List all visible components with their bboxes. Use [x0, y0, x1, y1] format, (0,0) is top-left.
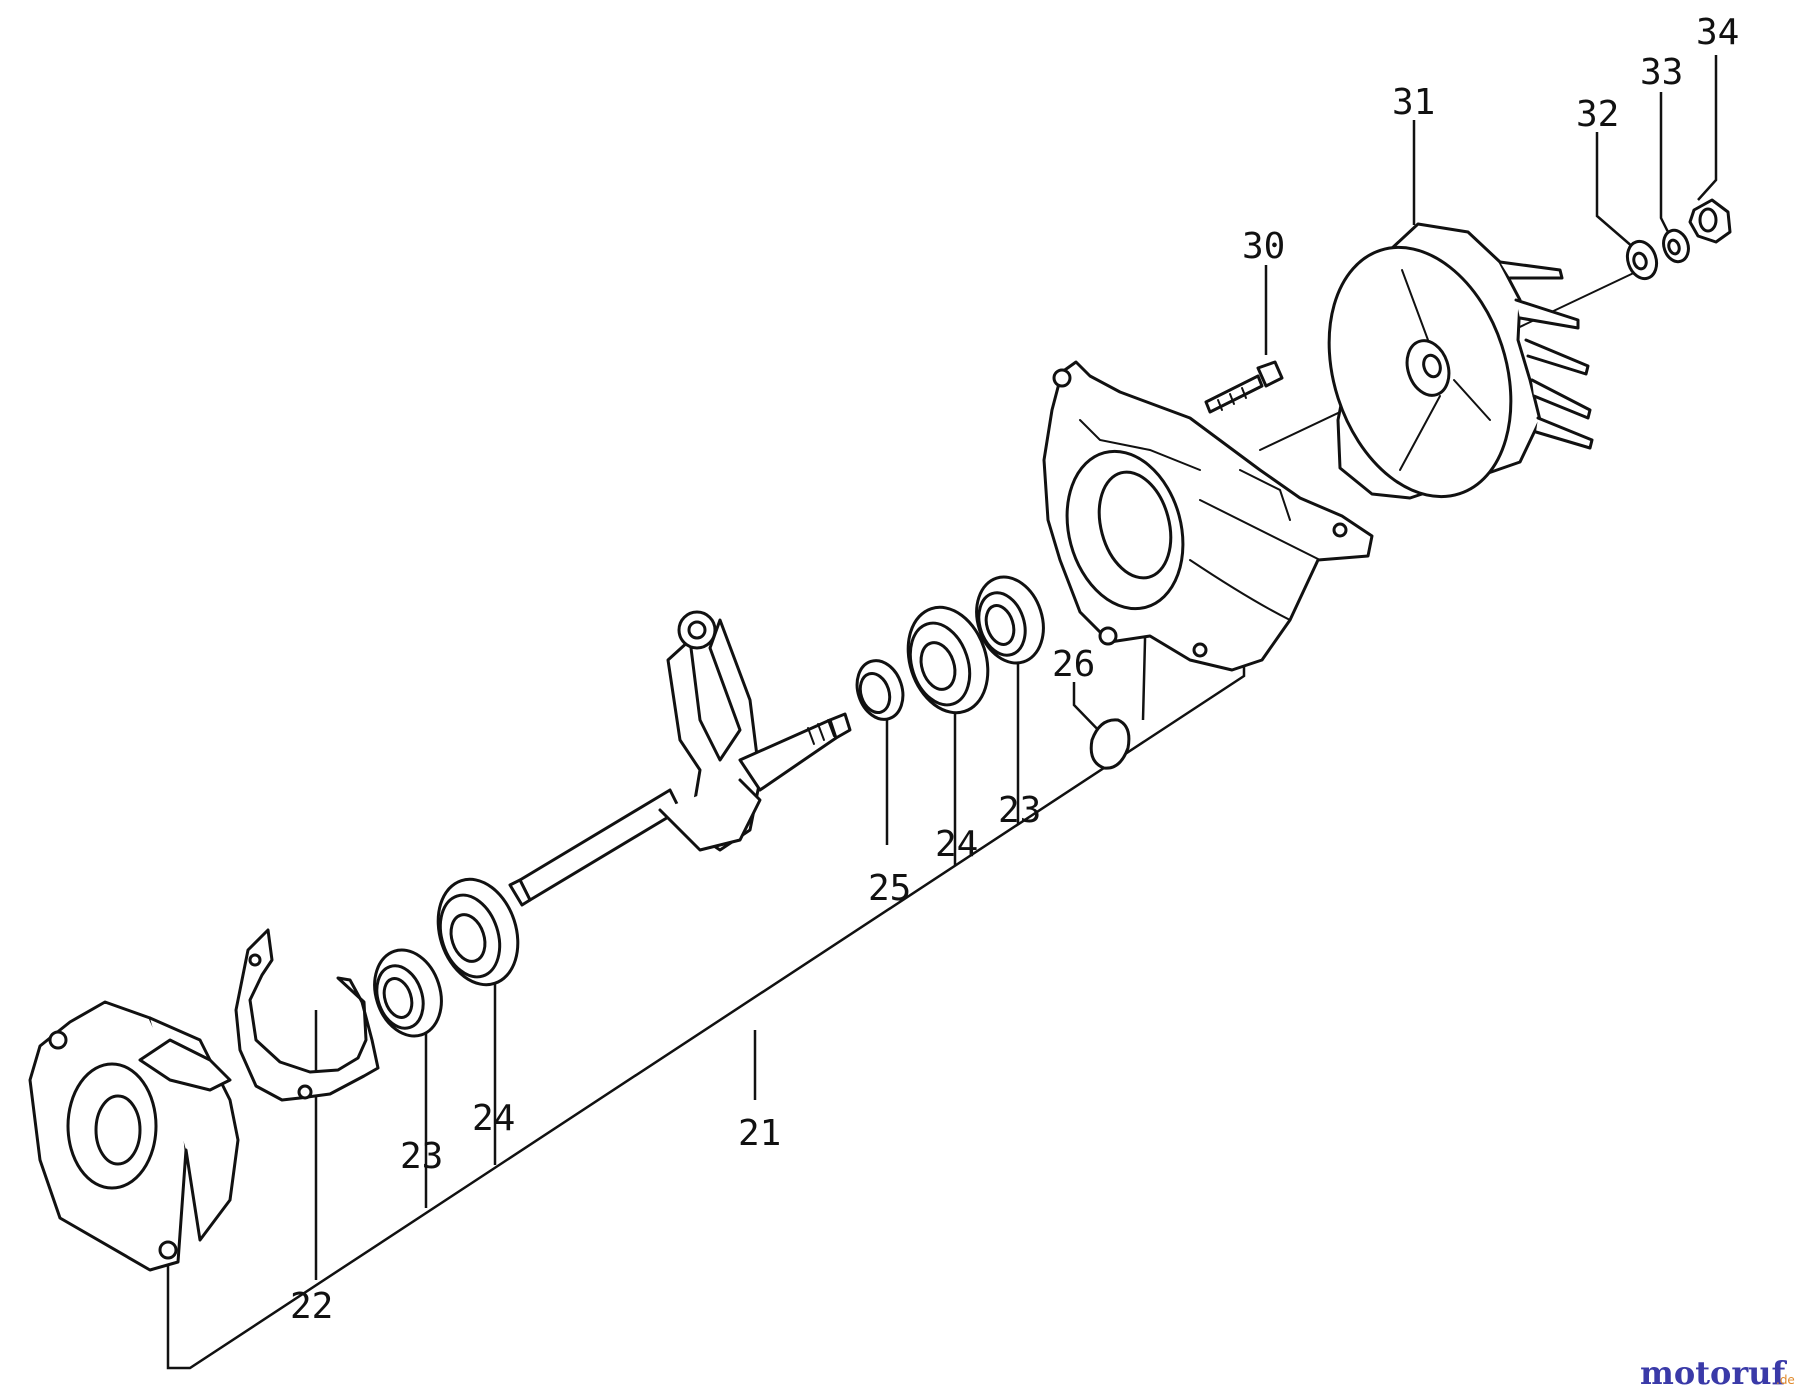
label-32: 32 [1576, 94, 1619, 135]
bearing-24-left-part [436, 877, 520, 987]
bolt-30-part [1204, 360, 1284, 414]
crankcase-right-part [1042, 360, 1374, 672]
label-21: 21 [738, 1113, 781, 1154]
plug-26-part [1089, 718, 1131, 770]
washer-32-part [1625, 239, 1659, 281]
leader-32 [1595, 132, 1635, 249]
oil-seal-25-part [855, 659, 905, 721]
label-23-right: 23 [998, 790, 1041, 831]
leader-21-bracket [166, 652, 1246, 1370]
label-34: 34 [1696, 12, 1739, 53]
watermark-logo: motoruf .de [1640, 1354, 1795, 1392]
label-24-right: 24 [935, 824, 978, 865]
lock-washer-33-part [1662, 228, 1690, 264]
bearing-24-right-part [906, 605, 990, 715]
part-labels: 21 22 23 24 25 24 23 26 30 31 32 33 34 [290, 12, 1739, 1327]
label-23-left: 23 [400, 1136, 443, 1177]
crankshaft-part [508, 610, 852, 907]
leader-26 [1072, 682, 1107, 739]
gasket-part [234, 928, 380, 1102]
label-24-left: 24 [472, 1098, 515, 1139]
leader-34 [1697, 55, 1718, 201]
watermark-text: motoruf [1640, 1354, 1787, 1392]
nut-34-part [1688, 198, 1732, 244]
label-33: 33 [1640, 52, 1683, 93]
bearing-23-left-part [373, 948, 443, 1038]
label-31: 31 [1392, 82, 1435, 123]
leader-33 [1659, 92, 1674, 241]
label-26: 26 [1052, 644, 1095, 685]
crankcase-left-part [28, 1000, 240, 1272]
watermark-suffix: .de [1776, 1373, 1795, 1387]
label-22: 22 [290, 1286, 333, 1327]
label-25: 25 [868, 868, 911, 909]
label-30: 30 [1242, 226, 1285, 267]
bearing-23-right-part [975, 575, 1045, 665]
flywheel-31-part [1327, 222, 1594, 500]
